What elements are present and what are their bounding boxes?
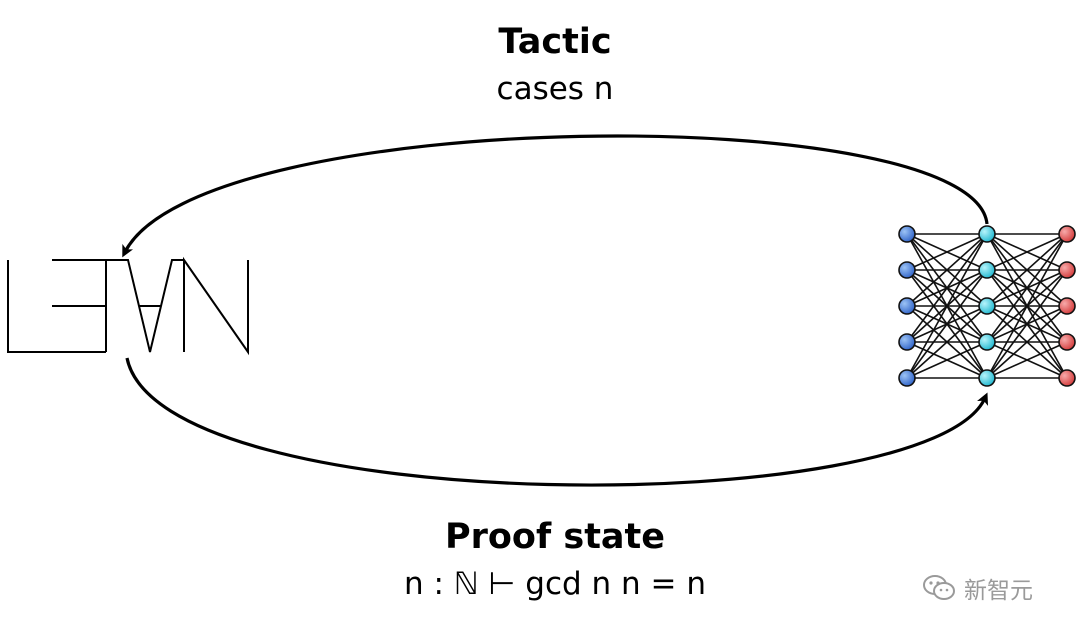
hidden-node — [978, 297, 996, 315]
output-node — [1058, 261, 1076, 279]
input-node — [898, 297, 916, 315]
network-edge — [906, 233, 988, 379]
proof-state-arrow — [125, 357, 988, 487]
tactic-label-group: Tactic cases n — [0, 20, 1080, 110]
network-edge — [986, 341, 1068, 379]
lean-logo-letter-n — [183, 256, 249, 356]
hidden-node — [978, 225, 996, 243]
input-node — [898, 225, 916, 243]
network-edge — [986, 233, 1068, 271]
network-connections — [906, 233, 1068, 379]
neural-network-icon — [898, 225, 1076, 387]
network-edge — [986, 233, 1068, 379]
tactic-arrow — [122, 134, 989, 258]
output-node — [1058, 297, 1076, 315]
output-node — [1058, 225, 1076, 243]
hidden-node — [978, 333, 996, 351]
network-edge — [986, 305, 1068, 379]
network-edge — [906, 233, 988, 307]
proof-state-text: n : ℕ ⊢ gcd n n = n — [403, 566, 707, 602]
tactic-text: cases n — [496, 71, 614, 107]
proof-state-label-group: Proof state n : ℕ ⊢ gcd n n = n — [0, 515, 1080, 605]
lean-logo — [7, 256, 249, 356]
tactic-heading: Tactic — [498, 22, 612, 62]
network-edge — [986, 233, 1068, 307]
lean-logo-letter-a — [106, 259, 184, 353]
input-node — [898, 261, 916, 279]
network-edge — [986, 269, 1068, 379]
watermark: 新智元 — [922, 568, 1072, 608]
lean-logo-letter-l — [7, 260, 106, 353]
network-edge — [906, 305, 988, 379]
input-node — [898, 369, 916, 387]
watermark-text: 新智元 — [964, 578, 1033, 604]
input-node — [898, 333, 916, 351]
network-edge — [906, 233, 988, 343]
network-edge — [906, 269, 988, 379]
hidden-node — [978, 369, 996, 387]
network-edge — [906, 233, 988, 271]
output-node — [1058, 333, 1076, 351]
output-node — [1058, 369, 1076, 387]
network-edge — [986, 233, 1068, 343]
network-edge — [906, 341, 988, 379]
proof-state-heading: Proof state — [444, 517, 666, 557]
lean-logo-letter-e — [52, 259, 107, 352]
hidden-node — [978, 261, 996, 279]
wechat-icon — [923, 575, 955, 600]
